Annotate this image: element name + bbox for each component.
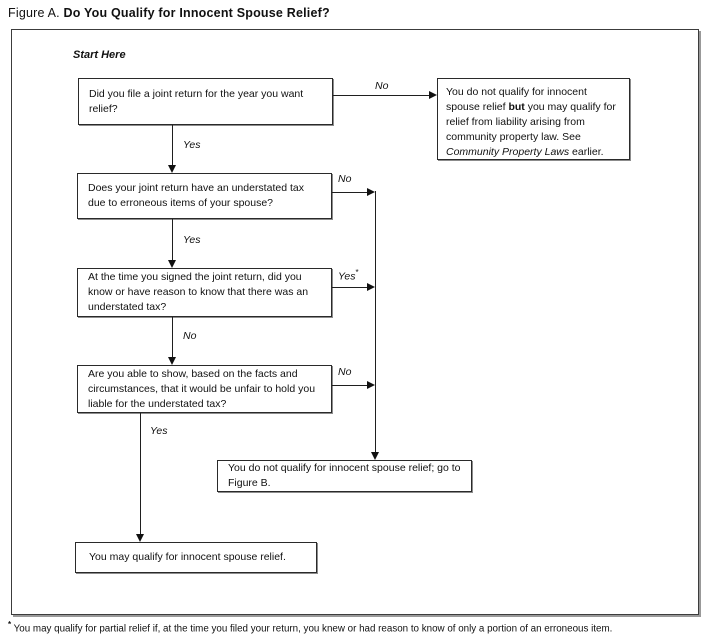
connector-q4-right-line bbox=[332, 385, 367, 386]
figure-title-prefix: Figure A. bbox=[8, 6, 60, 20]
arrowhead-q2-down bbox=[168, 260, 176, 268]
result-cp-bold: but bbox=[508, 101, 525, 113]
footnote-text: You may qualify for partial relief if, a… bbox=[11, 623, 613, 635]
start-here-label: Start Here bbox=[73, 49, 126, 61]
edge-label-q3-yes-text: Yes bbox=[338, 270, 356, 283]
connector-q1-down-line bbox=[172, 125, 173, 166]
question-joint-return-box: Did you file a joint return for the year… bbox=[78, 78, 333, 125]
connector-q2-right-line bbox=[332, 192, 367, 193]
arrowhead-q4-down bbox=[136, 534, 144, 542]
result-cp-part3: earlier. bbox=[569, 146, 604, 158]
question-knowledge-box: At the time you signed the joint return,… bbox=[77, 268, 332, 317]
question-understated-tax-box: Does your joint return have an understat… bbox=[77, 173, 332, 219]
edge-label-q2-yes: Yes bbox=[183, 234, 201, 246]
figure-title-main: Do You Qualify for Innocent Spouse Relie… bbox=[59, 6, 330, 20]
result-cp-part1: You do not qualify for innocent spouse r… bbox=[446, 86, 587, 113]
connector-q2-down-line bbox=[172, 219, 173, 260]
connector-trunk-line bbox=[375, 191, 376, 452]
arrowhead-trunk-down bbox=[371, 452, 379, 460]
arrowhead-q1-down bbox=[168, 165, 176, 173]
question-knowledge-text: At the time you signed the joint return,… bbox=[88, 271, 309, 313]
connector-q3-right-line bbox=[332, 287, 367, 288]
edge-label-q1-no: No bbox=[375, 80, 389, 92]
footnote-asterisk: * bbox=[8, 620, 12, 629]
question-understated-tax-text: Does your joint return have an understat… bbox=[88, 182, 304, 209]
arrowhead-q2-right bbox=[367, 188, 375, 196]
connector-q3-down-line bbox=[172, 317, 173, 357]
result-cp-italic: Community Property Laws bbox=[446, 146, 570, 158]
edge-label-q3-yes: Yes* bbox=[338, 268, 359, 283]
arrowhead-q1-right bbox=[429, 91, 437, 99]
edge-label-q4-no: No bbox=[338, 366, 352, 378]
result-may-qualify-box: You may qualify for innocent spouse reli… bbox=[75, 542, 317, 573]
question-unfair-text: Are you able to show, based on the facts… bbox=[88, 367, 316, 410]
arrowhead-q3-right bbox=[367, 283, 375, 291]
result-community-property-text: You do not qualify for innocent spouse r… bbox=[446, 85, 621, 160]
result-not-qualify-text: You do not qualify for innocent spouse r… bbox=[228, 462, 461, 489]
arrowhead-q3-down bbox=[168, 357, 176, 365]
result-not-qualify-box: You do not qualify for innocent spouse r… bbox=[217, 460, 472, 492]
connector-q1-right-line bbox=[333, 95, 429, 96]
result-community-property-box: You do not qualify for innocent spouse r… bbox=[437, 78, 630, 160]
footnote: * You may qualify for partial relief if,… bbox=[8, 620, 612, 634]
question-joint-return-text: Did you file a joint return for the year… bbox=[89, 87, 304, 115]
question-unfair-box: Are you able to show, based on the facts… bbox=[77, 365, 332, 413]
edge-label-q3-no: No bbox=[183, 330, 197, 342]
edge-label-q3-yes-asterisk: * bbox=[355, 268, 359, 277]
edge-label-q2-no: No bbox=[338, 173, 352, 185]
result-may-qualify-text: You may qualify for innocent spouse reli… bbox=[89, 551, 286, 563]
edge-label-q4-yes: Yes bbox=[150, 425, 168, 437]
arrowhead-q4-right bbox=[367, 381, 375, 389]
figure-title: Figure A. Do You Qualify for Innocent Sp… bbox=[8, 6, 330, 20]
edge-label-q1-yes: Yes bbox=[183, 139, 201, 151]
connector-q4-down-line bbox=[140, 413, 141, 534]
result-cp-part2: you may qualify for relief from liabilit… bbox=[446, 101, 616, 143]
